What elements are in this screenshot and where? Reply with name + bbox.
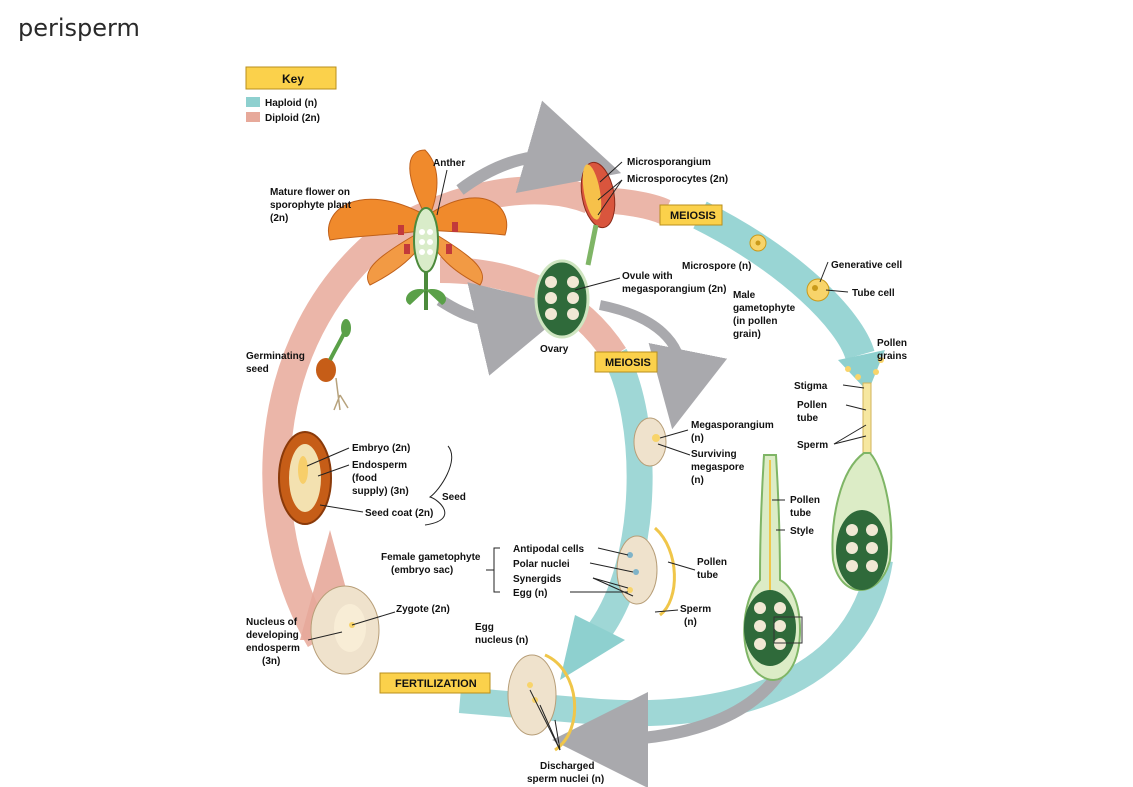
label-surviving-megaspore-2: megaspore — [691, 462, 745, 473]
label-nucleus-endosperm-3: endosperm — [246, 643, 300, 654]
label-germinating-seed-1: Germinating — [246, 351, 305, 362]
label-synergids: Synergids — [513, 574, 562, 585]
label-embryo: Embryo (2n) — [352, 443, 410, 454]
label-pollen-tube-low-2: tube — [697, 570, 719, 581]
label-male-gametophyte-4: grain) — [733, 329, 761, 340]
label-microspore: Microspore (n) — [682, 261, 751, 272]
label-generative-cell: Generative cell — [831, 260, 902, 271]
label-pollen-grains-2: grains — [877, 351, 907, 362]
label-mature-flower-3: (2n) — [270, 213, 288, 224]
stage-fertilization-label: FERTILIZATION — [395, 678, 477, 690]
label-microsporangium: Microsporangium — [627, 157, 711, 168]
diagram-labels: Anther Mature flower on sporophyte plant… — [246, 157, 907, 785]
stage-meiosis-top-label: MEIOSIS — [670, 210, 716, 222]
label-male-gametophyte-1: Male — [733, 290, 756, 301]
label-pollen-tube-mid-1: Pollen — [790, 495, 820, 506]
microspore-cells — [749, 234, 830, 302]
label-mature-flower-1: Mature flower on — [270, 187, 350, 198]
label-zygote: Zygote (2n) — [396, 604, 450, 615]
label-discharged-sperm-1: Discharged — [540, 761, 594, 772]
pollen-stigma — [831, 357, 893, 591]
key-diploid-swatch — [246, 112, 260, 122]
label-male-gametophyte-2: gametophyte — [733, 303, 796, 314]
germinating-seed — [316, 319, 351, 411]
label-pollen-tube-mid-2: tube — [790, 508, 812, 519]
label-stigma: Stigma — [794, 381, 828, 392]
key-diploid-label: Diploid (2n) — [265, 113, 320, 124]
key-legend: Key Haploid (n) Diploid (2n) — [245, 66, 337, 124]
anther-microsporangium — [580, 161, 616, 266]
seed-cross-section — [278, 431, 332, 525]
label-microsporocytes: Microsporocytes (2n) — [627, 174, 728, 185]
stage-fertilization: FERTILIZATION — [379, 672, 491, 694]
label-endosperm-3: supply) (3n) — [352, 486, 409, 497]
label-megasporangium-1: Megasporangium — [691, 420, 774, 431]
label-sperm-low-1: Sperm — [680, 604, 711, 615]
label-nucleus-endosperm-4: (3n) — [262, 656, 280, 667]
zygote-ovule — [310, 585, 380, 675]
label-seed-coat: Seed coat (2n) — [365, 508, 433, 519]
key-title: Key — [282, 72, 304, 86]
haploid-outer-arrowhead — [838, 350, 885, 392]
label-pollen-tube-top-2: tube — [797, 413, 819, 424]
label-anther: Anther — [433, 158, 465, 169]
stage-meiosis-mid: MEIOSIS — [594, 351, 658, 373]
label-ovary: Ovary — [540, 344, 569, 355]
label-male-gametophyte-3: (in pollen — [733, 316, 777, 327]
label-style: Style — [790, 526, 814, 537]
label-germinating-seed-2: seed — [246, 364, 269, 375]
label-tube-cell: Tube cell — [852, 288, 895, 299]
label-sperm-low-2: (n) — [684, 617, 697, 628]
key-haploid-label: Haploid (n) — [265, 98, 317, 109]
gray-arrow-anther — [456, 100, 622, 195]
stage-meiosis-top: MEIOSIS — [659, 204, 723, 226]
caption-text: perisperm — [18, 14, 140, 42]
label-mature-flower-2: sporophyte plant — [270, 200, 352, 211]
label-pollen-tube-top-1: Pollen — [797, 400, 827, 411]
label-nucleus-endosperm-1: Nucleus of — [246, 617, 298, 628]
label-surviving-megaspore-3: (n) — [691, 475, 704, 486]
haploid-inner-arc — [589, 348, 653, 638]
label-egg: Egg (n) — [513, 588, 547, 599]
gray-arrow-ovary — [436, 282, 572, 376]
label-female-gametophyte-2: (embryo sac) — [391, 565, 453, 576]
label-pollen-tube-low-1: Pollen — [697, 557, 727, 568]
label-endosperm-1: Endosperm — [352, 460, 407, 471]
stage-meiosis-mid-label: MEIOSIS — [605, 357, 651, 369]
label-megasporangium-2: (n) — [691, 433, 704, 444]
megasporangium-cell — [633, 417, 667, 467]
label-antipodal-cells: Antipodal cells — [513, 544, 585, 555]
label-egg-nucleus-1: Egg — [475, 622, 494, 633]
label-ovule-1: Ovule with — [622, 271, 673, 282]
key-haploid-swatch — [246, 97, 260, 107]
label-ovule-2: megasporangium (2n) — [622, 284, 726, 295]
label-female-gametophyte-1: Female gametophyte — [381, 552, 481, 563]
label-polar-nuclei: Polar nuclei — [513, 559, 570, 570]
ovule-megasporangium — [534, 259, 590, 339]
label-pollen-grains-1: Pollen — [877, 338, 907, 349]
gray-arrow-megaspore — [599, 300, 728, 430]
label-discharged-sperm-2: sperm nuclei (n) — [527, 774, 604, 785]
style-pollen-tube — [743, 454, 803, 681]
label-egg-nucleus-2: nucleus (n) — [475, 635, 528, 646]
label-nucleus-endosperm-2: developing — [246, 630, 299, 641]
female-gametophyte — [616, 526, 676, 617]
label-sperm-top: Sperm — [797, 440, 828, 451]
mature-flower — [328, 149, 508, 310]
haploid-inner-arrowhead — [560, 615, 625, 680]
label-surviving-megaspore-1: Surviving — [691, 449, 737, 460]
leader-lines — [306, 161, 867, 751]
key-title-box — [245, 66, 337, 90]
label-seed: Seed — [442, 492, 466, 503]
label-endosperm-2: (food — [352, 473, 377, 484]
